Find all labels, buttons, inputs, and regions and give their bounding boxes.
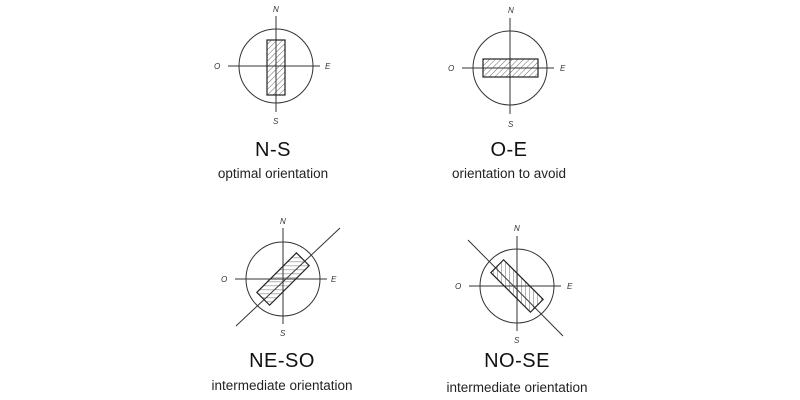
diagram-title-ns: N-S <box>255 139 291 161</box>
label-south: S <box>273 117 279 126</box>
label-west: O <box>214 62 220 71</box>
diagram-title-ne-so: NE-SO <box>249 350 315 372</box>
label-south: S <box>514 336 520 345</box>
diagram-caption-ne-so: intermediate orientation <box>211 378 353 393</box>
label-east: E <box>567 282 573 291</box>
diagram-caption-ns: optimal orientation <box>217 166 329 181</box>
label-east: E <box>560 64 566 73</box>
building-footprint <box>255 251 311 307</box>
building-footprint <box>482 58 539 78</box>
label-north: N <box>514 224 520 233</box>
label-west: O <box>455 282 461 291</box>
label-west: O <box>221 275 227 284</box>
compass-diagram-no-se: N S E O <box>455 224 573 345</box>
building-footprint <box>489 258 545 314</box>
compass-diagram-oe: N S E O <box>448 6 566 129</box>
label-north: N <box>508 6 514 15</box>
compass-diagram-ne-so: N S E O <box>221 217 341 338</box>
label-west: O <box>448 64 454 73</box>
diagram-title-no-se: NO-SE <box>484 350 550 372</box>
diagram-caption-no-se: intermediate orientation <box>446 380 588 395</box>
diagram-title-oe: O-E <box>490 139 528 161</box>
label-east: E <box>325 62 331 71</box>
building-footprint <box>266 39 286 96</box>
label-east: E <box>331 275 337 284</box>
label-north: N <box>273 5 279 14</box>
compass-diagram-ns: N S E O <box>214 5 331 126</box>
diagram-caption-oe: orientation to avoid <box>451 166 567 181</box>
label-south: S <box>508 120 514 129</box>
label-south: S <box>280 329 286 338</box>
label-north: N <box>280 217 286 226</box>
